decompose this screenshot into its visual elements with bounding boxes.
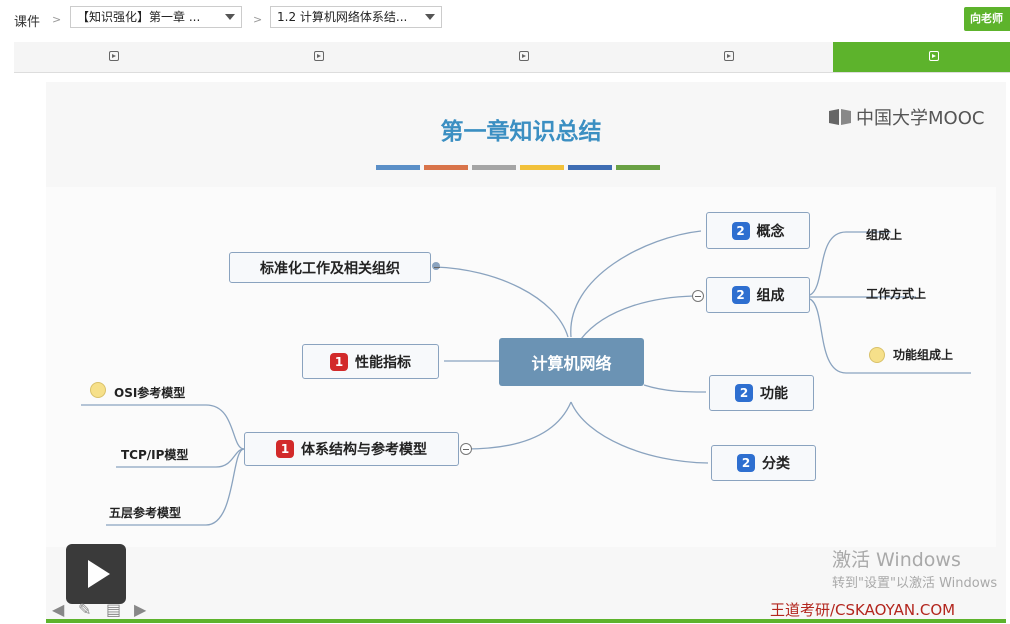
connector-standardization [434,266,569,338]
mind-map: 计算机网络 标准化工作及相关组织 1 性能指标 1 体系结构与参考模型 2 概念… [46,187,996,547]
priority-badge: 2 [731,286,750,304]
progress-line [46,619,1006,623]
node-function-label: 功能 [760,386,788,402]
color-bar [376,165,420,170]
chevron-down-icon [225,14,235,20]
connector-osi [81,404,245,450]
node-performance-label: 性能指标 [355,354,411,371]
ask-teacher-button[interactable]: 向老师 [964,7,1010,31]
activation-watermark-hint: 转到"设置"以激活 Windows [832,576,998,591]
lesson-select-value: 1.2 计算机网络体系结... [277,10,408,24]
node-composition-label: 组成 [756,288,785,304]
video-icon [929,51,939,61]
notes-icon[interactable]: ▤ [106,600,122,619]
unit-tab-2[interactable] [219,42,424,72]
node-concept[interactable]: 2 概念 [706,212,810,249]
node-standardization-label: 标准化工作及相关组织 [260,260,400,277]
color-bar [568,165,612,170]
color-bar [424,165,468,170]
color-bar [472,165,516,170]
book-icon [829,109,851,125]
node-performance[interactable]: 1 性能指标 [302,344,439,379]
mooc-logo: 中国大学MOOC [828,104,984,130]
color-bar [520,165,564,170]
lightbulb-icon [90,382,106,398]
center-node[interactable]: 计算机网络 [499,338,644,386]
connector-classification [570,401,709,464]
unit-tab-5[interactable] [833,42,1010,72]
chevron-right-icon: > [253,13,263,26]
subtopic-label: 五层参考模型 [109,506,182,520]
connector-child-1 [809,231,891,296]
title-color-bars [376,155,664,174]
node-architecture-label: 体系结构与参考模型 [301,442,427,458]
subtopic-label: 工作方式上 [866,287,927,301]
node-classification-label: 分类 [762,456,790,472]
color-bar [616,165,660,170]
node-function[interactable]: 2 功能 [709,375,814,411]
unit-tab-1[interactable] [14,42,219,72]
connector-composition [580,295,695,340]
priority-badge: 1 [276,440,294,458]
node-standardization[interactable]: 标准化工作及相关组织 [229,252,431,283]
video-icon [724,51,734,61]
mind-map-connectors [81,230,971,526]
lesson-select[interactable]: 1.2 计算机网络体系结... [270,6,442,28]
subtopic-label: 功能组成上 [893,348,954,362]
connector-five-layer [106,448,245,526]
subtopic-label: TCP/IP模型 [121,448,189,462]
node-composition[interactable]: 2 组成 [706,277,810,313]
node-architecture[interactable]: 1 体系结构与参考模型 [244,432,459,466]
lightbulb-icon [869,347,885,363]
courseware-label: 课件 [14,15,41,30]
video-icon [314,51,324,61]
chevron-right-icon: > [52,13,62,26]
unit-tab-3[interactable] [424,42,629,72]
connector-architecture [465,401,572,450]
slide-credit: 王道考研/CSKAOYAN.COM [770,601,956,619]
video-icon [109,51,119,61]
chevron-down-icon [425,14,435,20]
priority-badge: 2 [731,221,750,240]
activation-watermark-title: 激活 Windows [832,549,961,571]
unit-tab-4[interactable] [629,42,834,72]
priority-badge: 2 [735,384,753,402]
arrow-right-icon[interactable]: ▶ [134,600,147,619]
video-icon [519,51,529,61]
priority-badge: 1 [330,352,348,371]
logo-text: 中国大学MOOC [856,108,985,129]
slide-title: 第一章知识总结 [440,119,602,145]
chapter-select[interactable]: 【知识强化】第一章 ... [70,6,242,28]
subtopic-label: OSI参考模型 [114,386,186,400]
collapse-toggle-icon[interactable] [460,443,472,455]
priority-badge: 2 [737,454,755,472]
collapse-toggle-icon[interactable] [692,290,704,302]
arrow-left-icon[interactable]: ◀ [52,600,65,619]
chapter-select-value: 【知识强化】第一章 ... [77,10,201,24]
connector-function [643,384,707,393]
play-button[interactable] [66,544,126,604]
connector-concept [570,230,702,338]
video-slide[interactable]: 第一章知识总结 中国大学MOOC [46,82,1006,622]
top-bar: 课件 > 【知识强化】第一章 ... > 1.2 计算机网络体系结... 向老师 [0,0,1010,40]
node-classification[interactable]: 2 分类 [711,445,816,481]
connector-dot [432,262,440,270]
node-concept-label: 概念 [756,223,785,240]
unit-tab-bar [14,42,1010,73]
subtopic-label: 组成上 [866,228,903,242]
pen-icon[interactable]: ✎ [78,600,92,619]
connector-child-3 [809,298,971,374]
